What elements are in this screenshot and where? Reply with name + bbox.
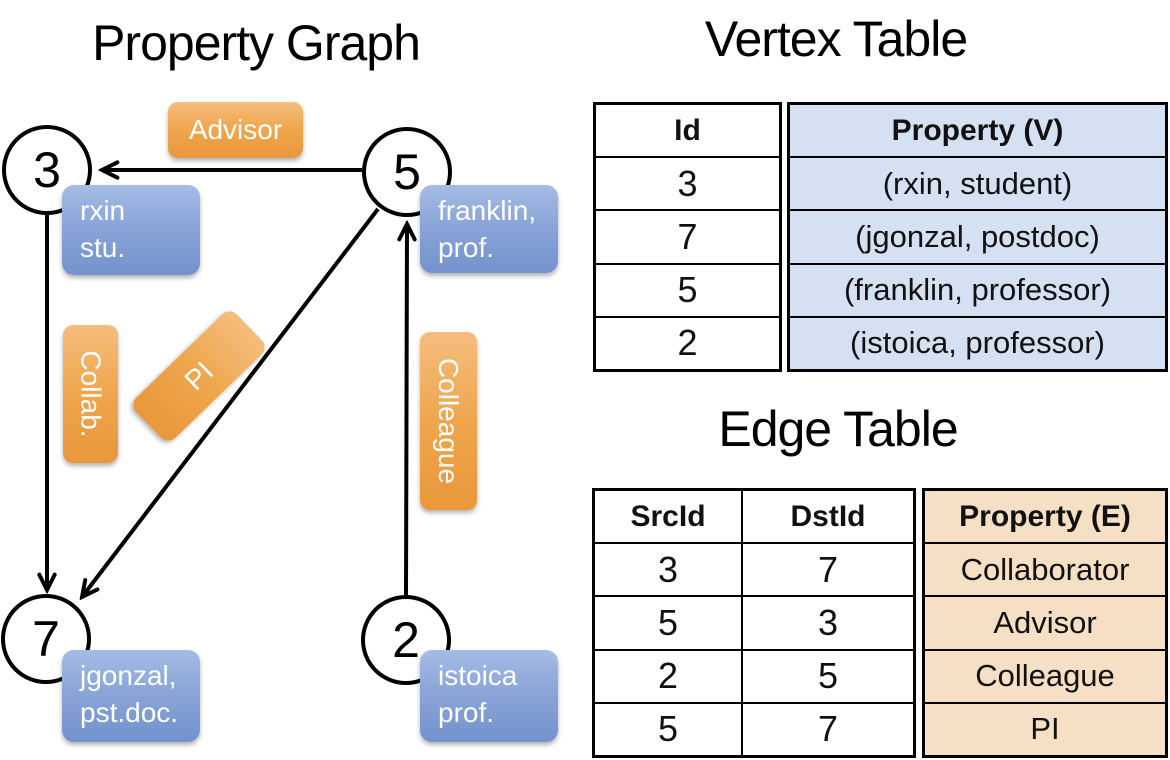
edge-label-text: Collab.	[75, 350, 107, 438]
vertex-table-id-cell: 2	[596, 317, 779, 369]
edge-label-text: PI	[178, 355, 219, 396]
edge-colleague-2-to-5	[406, 224, 407, 596]
edge-label-text: Colleague	[433, 357, 465, 485]
edge-table-src-cell: 3	[595, 544, 741, 596]
vertex-label-line2: pst.doc.	[80, 696, 179, 728]
vertex-table-id-cell: 5	[596, 264, 779, 316]
vertex-table-property-cell: (franklin, professor)	[790, 264, 1165, 316]
edge-table-property-cell: Colleague	[925, 650, 1165, 702]
edge-table-dst-cell: 7	[743, 544, 913, 596]
vertex-label-3: rxin stu.	[62, 185, 200, 275]
edge-label-collab: Collab.	[63, 325, 118, 463]
edge-table-src-cell: 5	[595, 703, 741, 755]
edge-label-advisor: Advisor	[168, 102, 303, 158]
vertex-label-line2: prof.	[438, 231, 495, 263]
vertex-table-id-cell: 7	[596, 211, 779, 263]
graph-edges-svg	[0, 0, 585, 760]
vertex-table-id-header: Id	[596, 105, 779, 157]
vertex-id: 7	[32, 611, 60, 667]
vertex-table-property-column: Property (V) (rxin, student) (jgonzal, p…	[787, 102, 1168, 372]
edge-table-src-header: SrcId	[595, 491, 741, 543]
vertex-table-id-column: Id 3 7 5 2	[593, 102, 782, 372]
vertex-table-id-cell: 3	[596, 158, 779, 210]
vertex-id: 3	[33, 142, 61, 198]
vertex-id: 2	[392, 612, 420, 668]
vertex-label-5: franklin, prof.	[420, 185, 558, 273]
edge-table-src-cell: 2	[595, 650, 741, 702]
edge-table-property-column: Property (E) Collaborator Advisor Collea…	[922, 488, 1168, 758]
edge-label-colleague: Colleague	[420, 332, 477, 510]
edge-table-src-cell: 5	[595, 597, 741, 649]
edge-label-text: Advisor	[188, 114, 283, 145]
vertex-circle-5: 5	[362, 127, 452, 217]
edge-pi-5-to-7	[82, 207, 380, 597]
vertex-table-property-cell: (rxin, student)	[790, 158, 1165, 210]
vertex-id: 5	[393, 144, 421, 200]
edge-table-property-cell: Advisor	[925, 597, 1165, 649]
vertex-label-7: jgonzal, pst.doc.	[62, 650, 200, 742]
graph-title: Property Graph	[92, 15, 421, 71]
edge-table-id-columns: SrcId DstId 3 7 5 3 2 5 5 7	[592, 488, 916, 758]
vertex-label-line1: franklin,	[438, 195, 537, 226]
edge-table-property-cell: Collaborator	[925, 544, 1165, 596]
vertex-label-line1: jgonzal,	[80, 660, 177, 691]
vertex-table-property-cell: (istoica, professor)	[790, 317, 1165, 369]
vertex-table-title: Vertex Table	[704, 11, 968, 67]
vertex-label-line1: istoica	[438, 660, 518, 691]
edge-table-dst-header: DstId	[743, 491, 913, 543]
vertex-table-property-cell: (jgonzal, postdoc)	[790, 211, 1165, 263]
vertex-label-2: istoica prof.	[420, 650, 558, 742]
vertex-label-line2: prof.	[438, 696, 495, 728]
edge-table-dst-cell: 5	[743, 650, 913, 702]
vertex-table-property-header: Property (V)	[790, 105, 1165, 157]
edge-table-dst-cell: 3	[743, 597, 913, 649]
vertex-circle-2: 2	[361, 595, 451, 685]
edge-table-property-header: Property (E)	[925, 491, 1165, 543]
edge-table-title: Edge Table	[718, 401, 958, 457]
edge-table-dst-cell: 7	[743, 703, 913, 755]
edge-table-property-cell: PI	[925, 703, 1165, 755]
vertex-label-line2: stu.	[80, 231, 126, 263]
vertex-label-line1: rxin	[80, 195, 126, 226]
